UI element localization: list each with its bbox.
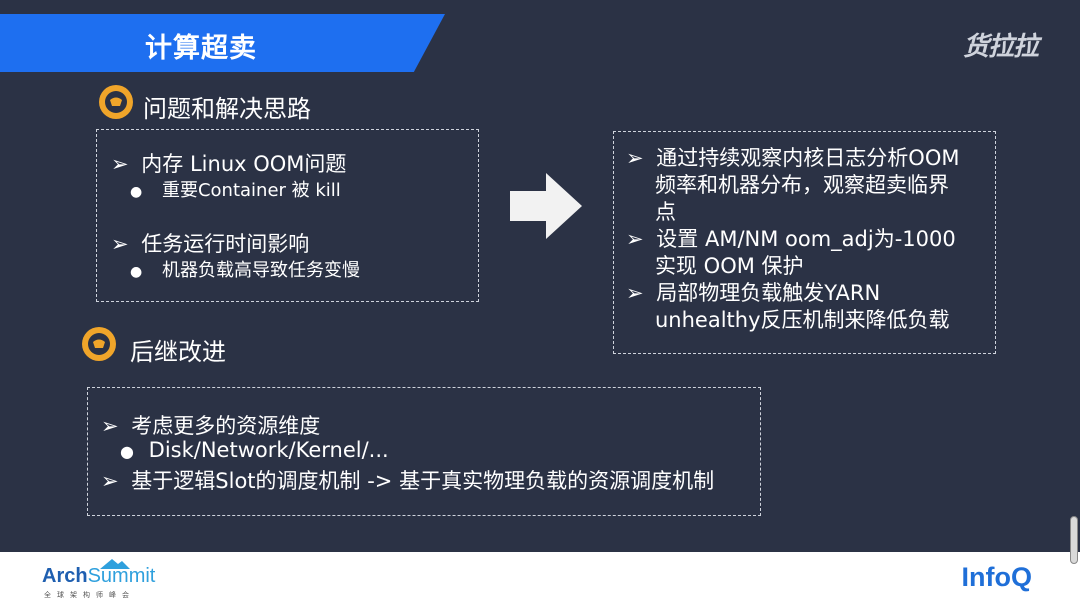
section2-title: 后继改进 bbox=[130, 338, 226, 366]
bullet-arrow-icon: ➢ bbox=[626, 227, 644, 251]
section1-title: 问题和解决思路 bbox=[143, 95, 311, 123]
bullet-dot-icon: ● bbox=[130, 264, 143, 280]
list-item: ➢ 设置 AM/NM oom_adj为-1000 bbox=[626, 227, 956, 251]
bullet-arrow-icon: ➢ bbox=[626, 281, 644, 305]
slide-title: 计算超卖 bbox=[145, 33, 257, 64]
solution-box bbox=[613, 131, 996, 354]
section-badge-icon bbox=[99, 85, 133, 119]
list-item: 频率和机器分布，观察超卖临界 bbox=[655, 173, 949, 197]
list-item: ➢ 内存 Linux OOM问题 bbox=[111, 152, 347, 176]
list-item: ➢ 考虑更多的资源维度 bbox=[101, 414, 321, 438]
bullet-arrow-icon: ➢ bbox=[101, 469, 119, 493]
archsummit-logo: ArchSummit bbox=[42, 565, 156, 587]
bullet-arrow-icon: ➢ bbox=[111, 152, 129, 176]
list-item: 实现 OOM 保护 bbox=[655, 254, 804, 278]
mountain-logo-icon bbox=[100, 559, 130, 569]
slide: 计算超卖 货拉拉 问题和解决思路 ➢ 内存 Linux OOM问题 ● 重要Co… bbox=[0, 14, 1040, 516]
problem-box bbox=[96, 129, 479, 302]
list-item: ➢ 局部物理负载触发YARN bbox=[626, 281, 881, 305]
list-item: ➢ 通过持续观察内核日志分析OOM bbox=[626, 146, 960, 170]
list-item: unhealthy反压机制来降低负载 bbox=[655, 308, 950, 332]
title-banner bbox=[0, 14, 445, 72]
huolala-logo: 货拉拉 bbox=[962, 32, 1039, 62]
list-item: ➢ 任务运行时间影响 bbox=[111, 232, 310, 256]
bullet-arrow-icon: ➢ bbox=[101, 414, 119, 438]
footer bbox=[0, 552, 1080, 608]
list-item: ● 重要Container 被 kill bbox=[130, 180, 341, 201]
bullet-arrow-icon: ➢ bbox=[626, 146, 644, 170]
improvement-box bbox=[87, 387, 761, 516]
list-item: ● 机器负载高导致任务变慢 bbox=[130, 260, 360, 281]
archsummit-subtitle: 全球架构师峰会 bbox=[44, 591, 135, 599]
list-item: ● Disk/Network/Kernel/... bbox=[120, 438, 389, 462]
list-item: ➢ 基于逻辑Slot的调度机制 -> 基于真实物理负载的资源调度机制 bbox=[101, 469, 715, 493]
section-badge-icon bbox=[82, 327, 116, 361]
list-item: 点 bbox=[655, 200, 676, 224]
bullet-dot-icon: ● bbox=[120, 442, 134, 461]
scroll-indicator[interactable] bbox=[1070, 516, 1078, 564]
bullet-arrow-icon: ➢ bbox=[111, 232, 129, 256]
right-arrow-icon bbox=[510, 173, 582, 239]
infoq-logo: InfoQ bbox=[961, 562, 1032, 592]
bullet-dot-icon: ● bbox=[130, 184, 143, 200]
